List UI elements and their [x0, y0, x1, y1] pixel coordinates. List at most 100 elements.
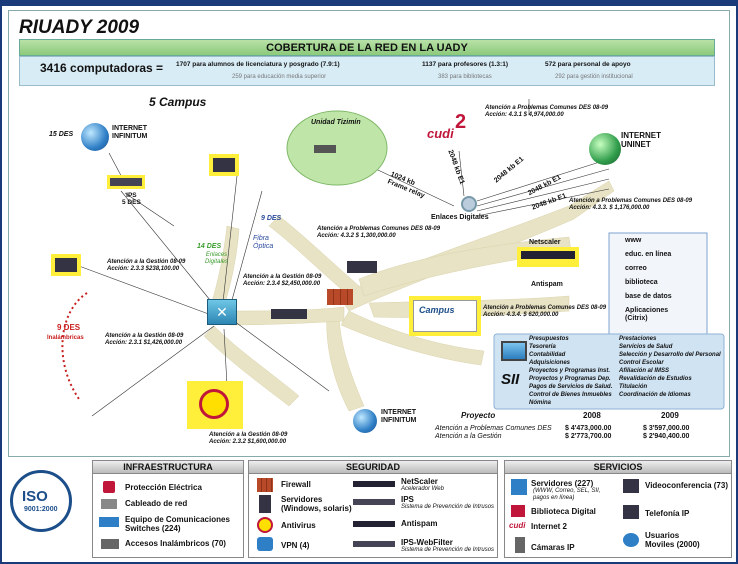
des15-label: 15 DES — [49, 131, 74, 138]
sii-item: Proyectos y Programas Dep. — [529, 376, 611, 382]
server-legend-icon — [259, 495, 271, 513]
annotation-4-title: Atención a la Gestión 08-09 — [107, 259, 186, 265]
proyecto-row-2: Atención a la Gestión — [435, 433, 502, 440]
servicios-item: Videoconferencia (73) — [645, 481, 728, 490]
service-base[interactable]: base de datos — [625, 293, 672, 300]
network-diagram-panel: RIUADY 2009 COBERTURA DE LA RED EN LA UA… — [8, 10, 730, 457]
top-bar — [0, 0, 738, 6]
service-educ[interactable]: educ. en línea — [625, 251, 672, 258]
enlaces-label: Enlaces Digitales — [205, 252, 229, 265]
netscaler-legend-icon — [353, 481, 395, 487]
digital-library-icon — [511, 505, 525, 517]
sii-label: SII — [501, 371, 520, 388]
antispam-label: Antispam — [531, 281, 563, 288]
sii-item: Control Escolar — [619, 360, 664, 366]
sii-item: Afiliación al IMSS — [619, 368, 670, 374]
sii-item: Contabilidad — [529, 352, 566, 358]
wireless-ap-icon — [101, 539, 119, 549]
campus-ms-label: Campus — [419, 305, 455, 315]
router-gear-icon — [461, 196, 477, 212]
seguridad-item: IPS — [401, 495, 414, 504]
des9-inalambricas-label: 9 DES — [57, 323, 81, 332]
stat-total: 3416 computadoras = — [40, 61, 164, 75]
annotation-5-title: Atención a la Gestión 08-09 — [243, 274, 322, 280]
sii-item: Adquisiciones — [529, 360, 571, 366]
videoconference-icon — [623, 479, 639, 493]
sii-item: Control de Bienes Inmuebles — [529, 392, 612, 398]
proyecto-year-2009: 2009 — [661, 411, 679, 420]
sii-item: Proyectos y Programas Inst. — [529, 368, 611, 374]
page-title: RIUADY 2009 — [19, 17, 140, 38]
iso-panel: ISO 9001:2000 — [4, 460, 80, 558]
cudi-two: 2 — [455, 111, 467, 133]
annotation-5-value: Acción: 2.3.4 $2,450,000.00 — [243, 281, 321, 287]
iso-seal-icon — [10, 470, 72, 532]
ip-phone-icon — [623, 505, 639, 519]
seguridad-item: VPN (4) — [281, 541, 310, 550]
servicios-item: Internet 2 — [531, 522, 568, 531]
servicios-item: Biblioteca Digital — [531, 507, 596, 516]
stats-bar: 3416 computadoras = 1707 para alumnos de… — [19, 56, 715, 86]
annotation-2-value: Acción: 4.3.3. $ 1,176,000.00 — [569, 205, 650, 211]
ips-legend-icon — [353, 499, 395, 505]
internet-infinitum-globe-icon — [81, 123, 109, 151]
service-www[interactable]: www — [625, 237, 642, 244]
sii-item: Tesorería — [529, 344, 556, 350]
seguridad-sub: Sistema de Prevención de Intrusos — [401, 547, 495, 553]
internet-infinitum-2-globe-icon — [353, 409, 377, 433]
stat-media: 259 para educación media superior — [232, 74, 327, 80]
firewall-legend-icon — [257, 478, 273, 492]
inalambricas-label: Inalámbricas — [47, 335, 84, 341]
annotation-8-title: Atención a la Gestión 08-09 — [209, 432, 288, 438]
stat-personal: 572 para personal de apoyo — [545, 61, 631, 68]
annotation-6-value: Acción: 4.3.4. $ 620,000.00 — [483, 312, 559, 318]
seguridad-item: IPS-WebFilter — [401, 538, 453, 547]
server-rack-icon — [347, 261, 377, 273]
iso-label: ISO — [22, 488, 48, 505]
ip-camera-icon — [515, 537, 525, 553]
infra-item: Accesos Inalámbricos (70) — [125, 539, 226, 548]
service-biblioteca[interactable]: biblioteca — [625, 279, 658, 286]
stat-profesores: 1137 para profesores (1.3:1) — [422, 61, 508, 68]
proyecto-year-2008: 2008 — [583, 411, 601, 420]
infraestructura-panel: INFRAESTRUCTURA Protección Eléctrica Cab… — [92, 460, 244, 558]
seguridad-panel: SEGURIDAD Firewall Servidores (Windows, … — [248, 460, 498, 558]
internet2-icon: cudi — [509, 521, 526, 530]
cudi-logo: cudi — [427, 126, 454, 141]
ips-device-icon — [110, 178, 142, 186]
annotation-2-title: Atención a Problemas Comunes DES 08-09 — [569, 198, 693, 204]
servicios-item: Cámaras IP — [531, 543, 575, 552]
seguridad-sub: Sistema de Prevención de Intrusos — [401, 504, 495, 510]
seguridad-item: Servidores (Windows, solaris) — [281, 495, 352, 513]
campus-label: 5 Campus — [149, 95, 207, 109]
servicios-sub: (WWW, Correo, SEL, SII, pagos en línea) — [533, 488, 601, 501]
sii-item: Titulación — [619, 384, 648, 390]
sii-item: Pagos de Servicios de Salud. — [529, 384, 613, 390]
proyecto-r2-2008: $ 2'773,700.00 — [565, 433, 612, 440]
servicios-item: Usuarios Moviles (2000) — [645, 531, 700, 549]
annotation-1-value: Acción: 4.3.1 $ 4,974,000.00 — [485, 112, 564, 118]
servicios-item: Servidores (227) — [531, 479, 594, 488]
seguridad-item: Antispam — [401, 519, 438, 528]
sii-item: Servicios de Salud — [619, 344, 673, 350]
service-correo[interactable]: correo — [625, 265, 647, 272]
servers-legend-icon — [511, 479, 527, 495]
cabling-icon — [101, 499, 117, 509]
core-switch-icon: ✕ — [207, 299, 237, 325]
sii-item: Coordinación de Idiomas — [619, 392, 691, 398]
proyecto-r1-2008: $ 4'473,000.00 — [565, 425, 612, 432]
power-protection-icon — [103, 481, 115, 493]
service-apps[interactable]: Aplicaciones (Citrix) — [625, 307, 669, 322]
switch-icon — [99, 517, 119, 527]
tizimin-device-icon — [314, 145, 336, 153]
server-rack-2-icon — [271, 309, 307, 319]
annotation-3-value: Acción: 4.3.2 $ 1,300,000.00 — [317, 233, 396, 239]
annotation-6-title: Atención a Problemas Comunes DES 08-09 — [483, 305, 607, 311]
annotation-1-title: Atención a Problemas Comunes DES 08-09 — [485, 105, 609, 111]
ips-label: IPS 5 DES — [122, 192, 141, 206]
netscaler-label: Netscaler — [529, 239, 561, 246]
servicios-header: SERVICIOS — [505, 461, 731, 474]
internet-infinitum-2-label: INTERNET INFINITUM — [381, 409, 417, 424]
antispam-legend-icon — [353, 521, 395, 527]
annotation-7-title: Atención a la Gestión 08-09 — [105, 333, 184, 339]
